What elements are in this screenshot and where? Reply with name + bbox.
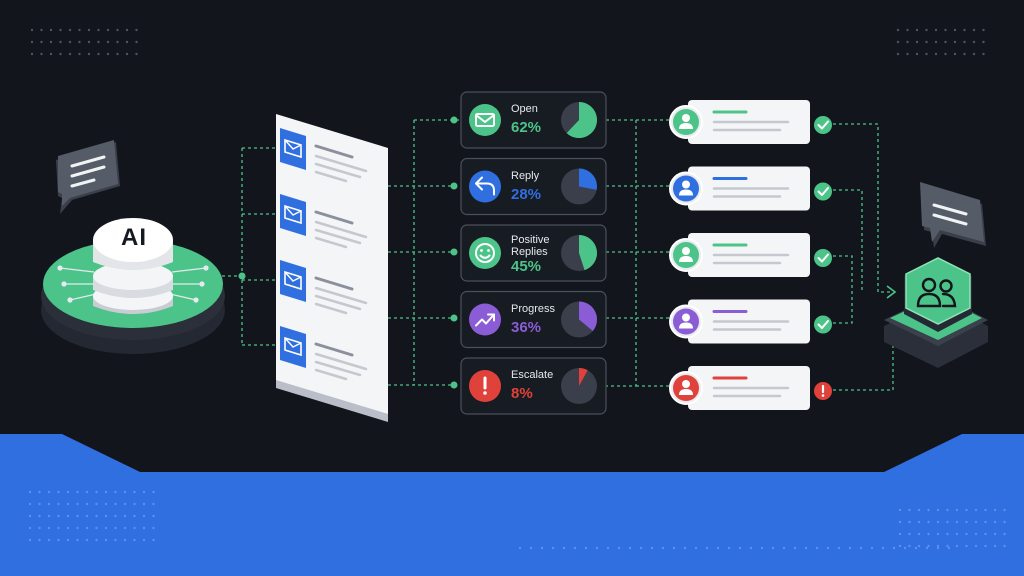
pie-chart (561, 368, 597, 404)
avatar-icon (669, 304, 703, 339)
pie-chart (561, 168, 597, 205)
pie-chart (561, 235, 597, 271)
alert-icon (814, 382, 832, 400)
contact-card (669, 366, 832, 410)
envelope-icon (280, 326, 306, 368)
pie-chart (561, 301, 598, 338)
envelope-icon (469, 104, 501, 136)
metric-value: 36% (511, 318, 542, 336)
pie-slice (579, 168, 597, 190)
email-card (276, 312, 388, 422)
reply-arrow-icon (469, 170, 501, 203)
metric-label: Progress (511, 302, 556, 315)
check-icon (814, 116, 832, 134)
connector-nodes (238, 116, 458, 389)
dot-grid-top-right (896, 28, 985, 56)
metric-label: Escalate (511, 369, 554, 381)
pie-slice (579, 301, 598, 331)
metric-panel-escalate (460, 357, 607, 415)
avatar-icon (669, 371, 703, 405)
pie-slice (579, 368, 588, 386)
metric-label: Open (511, 103, 538, 115)
metric-value: 8% (511, 385, 533, 402)
envelope-icon (280, 260, 306, 302)
pie-slice (579, 235, 597, 271)
envelope-icon (280, 128, 306, 170)
check-icon (814, 182, 832, 201)
trend-up-icon (469, 303, 501, 336)
metric-label: Reply (511, 169, 540, 182)
dot-grid-bottom-right (898, 508, 1006, 548)
metric-panel-open (460, 91, 607, 149)
metric-value: 28% (511, 185, 542, 203)
ai-platform (41, 218, 225, 354)
arrow-head-icon (886, 285, 897, 299)
metric-panel-reply (460, 157, 607, 216)
pie-chart (561, 102, 597, 138)
avatar-icon (669, 171, 703, 206)
check-icon (814, 315, 832, 334)
team-icon (916, 277, 957, 308)
contact-cards (669, 100, 832, 410)
exclamation-icon (469, 370, 501, 402)
metric-value: 45% (511, 258, 542, 275)
chat-bubble-icon (920, 182, 986, 248)
contact-card (669, 299, 832, 344)
contact-card (669, 166, 832, 211)
contact-card (669, 100, 832, 144)
pie-slice (566, 102, 597, 138)
ai-label: AI (121, 224, 147, 251)
dot-patterns (28, 28, 1006, 550)
metric-panels (460, 91, 607, 415)
dot-row-bottom (518, 546, 951, 550)
envelope-icon (280, 194, 306, 236)
dot-grid-top-left (30, 28, 138, 56)
email-card-stack (276, 114, 388, 422)
dot-grid-bottom-left (28, 490, 155, 542)
floor-band (0, 434, 1024, 576)
team-platform (884, 257, 988, 368)
metric-panel-positive-replies (460, 224, 607, 282)
metric-value: 62% (511, 119, 542, 136)
metric-panel-progress (460, 290, 607, 349)
avatar-icon (669, 238, 703, 272)
contact-card (669, 233, 832, 277)
smiley-icon (469, 237, 501, 269)
chat-bubble-icon (56, 140, 120, 214)
connectors (222, 119, 894, 391)
metric-label: Positive Replies (511, 234, 550, 258)
check-icon (814, 249, 832, 267)
avatar-icon (669, 105, 703, 139)
